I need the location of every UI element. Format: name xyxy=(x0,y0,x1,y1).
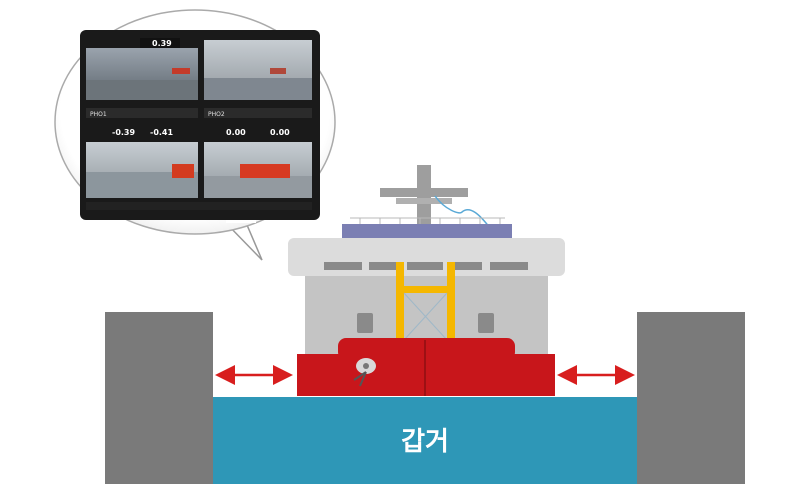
propeller-icon xyxy=(353,358,376,387)
ship-bridge xyxy=(288,238,565,276)
camera-id-1: PHO1 xyxy=(90,111,107,118)
camera-id-2: PHO2 xyxy=(208,111,225,118)
lift-frame xyxy=(396,262,455,347)
right-dock-wall xyxy=(637,312,745,484)
camera-value-6: 0.00 xyxy=(270,128,290,137)
dock-water xyxy=(213,397,637,484)
camera-value-4: -0.41 xyxy=(150,128,173,137)
camera-monitor: 0.39 PHO1 PHO2 -0.39 -0.41 0.00 0.00 xyxy=(80,30,320,220)
water-label: 갑거 xyxy=(401,427,449,457)
upper-deck xyxy=(342,224,512,238)
camera-value-5: 0.00 xyxy=(226,128,246,137)
ship-mast xyxy=(380,165,491,229)
camera-value-3: -0.39 xyxy=(112,128,135,137)
camera-value-1: 0.39 xyxy=(152,39,172,48)
bridge-windows xyxy=(324,262,528,270)
left-dock-wall xyxy=(105,312,213,484)
ship-hull xyxy=(297,338,555,396)
